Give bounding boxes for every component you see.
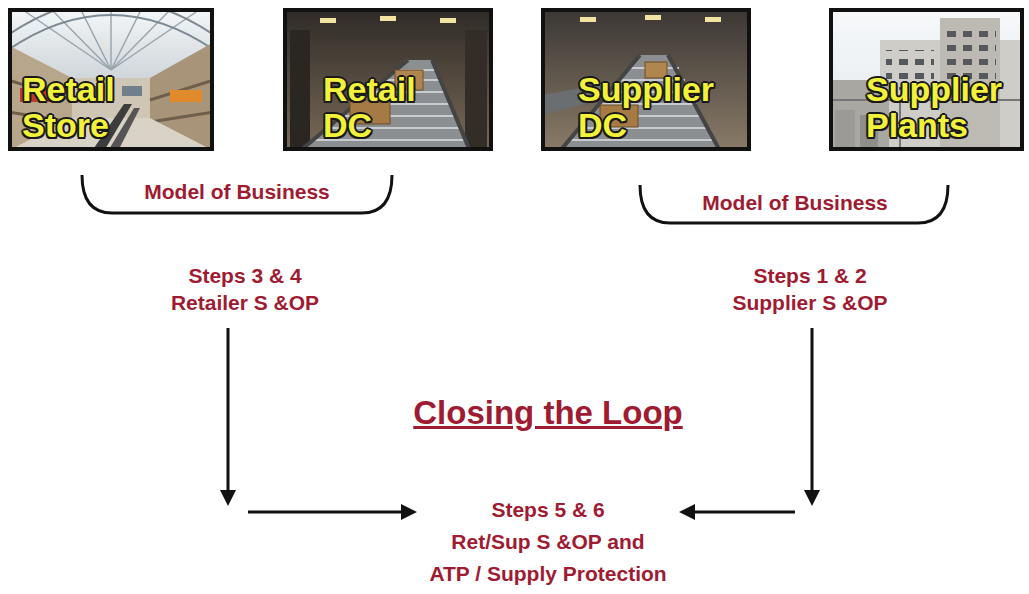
mall-photo-part [8, 80, 72, 122]
mall-photo-part [8, 8, 214, 35]
step-text-block: Steps 3 & 4Retailer S &OP [159, 262, 332, 316]
factory-photo-part [860, 115, 878, 151]
title-box: Closing the Loop [413, 393, 682, 433]
conveyor-photo-part [380, 16, 396, 21]
place-name: Retail Store [22, 71, 23, 143]
factory-photo-part [829, 8, 1024, 151]
conveyor-photo-part [569, 68, 714, 140]
step-text: Steps 5 & 6 [491, 494, 605, 526]
conveyor-photo [283, 8, 493, 151]
step-text: Retailer S &OP [171, 289, 320, 316]
title-text: Closing the Loop [413, 393, 682, 433]
arrowhead [679, 504, 695, 520]
label-box: Model of Business [144, 179, 330, 205]
connector-arrow [228, 328, 403, 512]
mall-photo-part [8, 15, 214, 50]
place-name: Retail DC [323, 71, 324, 143]
mall-photo-part [8, 8, 214, 151]
mall-photo-part [108, 108, 140, 151]
photo-tile: Retail DC [283, 8, 493, 151]
bracket [82, 175, 392, 213]
mall-photo [8, 8, 214, 151]
group-label: Model of Business [702, 190, 888, 216]
bracket [640, 185, 948, 223]
conveyor-photo-part [645, 62, 667, 78]
conveyor-photo-part [283, 8, 493, 151]
connector-group [220, 328, 417, 520]
mall-photo-part [122, 86, 142, 96]
connector-group [679, 328, 820, 520]
conveyor-photo-part [440, 18, 456, 23]
conveyor-photo-part [541, 8, 751, 151]
conveyor-photo-part [395, 70, 423, 90]
conveyor-photo-part [350, 100, 390, 124]
mall-photo-part [150, 80, 214, 122]
photo-tile: Supplier DC [541, 8, 751, 151]
conveyor-photo-part [600, 105, 638, 127]
photo-tile: Supplier Plants [829, 8, 1024, 151]
mall-photo-part [20, 8, 202, 70]
conveyor-photo-part [320, 18, 336, 23]
conveyor-photo-part [465, 30, 487, 151]
conveyor-photo-part [580, 17, 596, 22]
mall-photo-part [20, 88, 50, 102]
arrowhead [401, 504, 417, 520]
step-text: Steps 3 & 4 [188, 262, 302, 289]
conveyor-photo-part [290, 30, 310, 151]
place-name: Supplier DC [578, 71, 579, 143]
step-text-block: Steps 1 & 2Supplier S &OP [720, 262, 900, 316]
factory-photo-part [829, 100, 1024, 151]
factory-photo-part [835, 110, 855, 151]
mall-photo-part [170, 90, 202, 102]
label-box: Model of Business [702, 190, 888, 216]
arrowhead [804, 490, 820, 506]
conveyor-photo [541, 8, 751, 151]
conveyor-photo-part [645, 15, 661, 20]
factory-photo [829, 8, 1024, 151]
conveyor-photo-part [705, 17, 721, 22]
conveyor-photo-part [560, 55, 720, 151]
connector-arrow [693, 328, 812, 512]
step-text: Supplier S &OP [732, 289, 888, 316]
step-text-block: Steps 5 & 6Ret/Sup S &OP and ATP / Suppl… [417, 494, 679, 590]
photo-tile: Retail Store [8, 8, 214, 151]
step-text: Ret/Sup S &OP and ATP / Supply Protectio… [429, 526, 667, 590]
conveyor-photo-part [300, 60, 470, 151]
place-name: Supplier Plants [866, 71, 867, 143]
arrowhead [220, 490, 236, 506]
factory-photo-part [829, 80, 889, 151]
factory-photo-part [940, 18, 1000, 151]
step-text: Steps 1 & 2 [753, 262, 867, 289]
conveyor-photo-part [300, 60, 470, 151]
mall-photo-part [72, 78, 150, 118]
mall-photo-part [80, 86, 98, 96]
conveyor-photo-part [560, 55, 720, 151]
group-label: Model of Business [144, 179, 330, 205]
factory-photo-part [886, 50, 934, 90]
factory-photo-part [946, 26, 996, 86]
